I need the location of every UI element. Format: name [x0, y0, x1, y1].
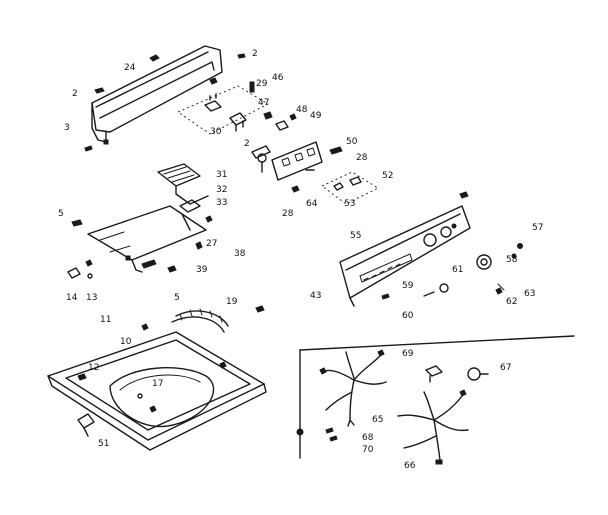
callout-30: 30 [210, 127, 222, 137]
wiring-harness-65 [319, 349, 387, 427]
switch-cluster [177, 81, 297, 135]
callout-68: 68 [362, 433, 374, 443]
callout-12: 12 [88, 363, 99, 373]
wiring-harness-66 [397, 389, 469, 465]
callout-50: 50 [346, 137, 358, 147]
callout-29: 29 [256, 79, 268, 89]
callout-5a: 5 [58, 209, 64, 219]
callout-52: 52 [382, 171, 393, 181]
callout-63: 63 [524, 289, 535, 299]
lid-hinge-pin [67, 259, 93, 279]
callout-61: 61 [452, 265, 463, 275]
callout-31: 31 [216, 170, 227, 180]
callout-28a: 28 [356, 153, 368, 163]
switch-block [271, 141, 343, 181]
hinge-bracket [77, 413, 95, 437]
callout-2b: 2 [72, 89, 78, 99]
callout-55: 55 [350, 231, 361, 241]
lid-hinge-cover [71, 205, 207, 273]
callout-67: 67 [500, 363, 511, 373]
callout-49: 49 [310, 111, 322, 121]
callout-47: 47 [258, 98, 269, 108]
callout-39: 39 [196, 265, 208, 275]
callout-46: 46 [272, 73, 284, 83]
callout-57: 57 [532, 223, 543, 233]
small-switch-parts [291, 169, 379, 205]
callout-19: 19 [226, 297, 238, 307]
callout-13: 13 [86, 293, 97, 303]
callout-59: 59 [402, 281, 414, 291]
callout-11: 11 [100, 315, 111, 325]
callout-28b: 28 [282, 209, 294, 219]
callout-62: 62 [506, 297, 517, 307]
callout-2c: 2 [244, 139, 250, 149]
lid-seal [141, 305, 265, 333]
callout-33: 33 [216, 198, 227, 208]
callout-2a: 2 [252, 49, 258, 59]
backsplash-panel [84, 45, 246, 152]
callout-53: 53 [344, 199, 355, 209]
callout-70: 70 [362, 445, 374, 455]
timer-shaft [251, 145, 271, 173]
control-knobs [381, 243, 523, 300]
callout-48: 48 [296, 105, 308, 115]
callout-64: 64 [306, 199, 318, 209]
callout-17: 17 [152, 379, 163, 389]
callout-10: 10 [120, 337, 132, 347]
callout-60: 60 [402, 311, 414, 321]
terminals-68-70 [325, 427, 338, 442]
callout-65: 65 [372, 415, 383, 425]
connectors-67-69 [425, 365, 489, 383]
callout-69: 69 [402, 349, 414, 359]
callout-66: 66 [404, 461, 416, 471]
callout-14: 14 [66, 293, 78, 303]
callout-3a: 3 [64, 123, 70, 133]
callout-58: 58 [506, 255, 518, 265]
top-cover [47, 331, 267, 451]
callout-27: 27 [206, 239, 217, 249]
callout-24: 24 [124, 63, 136, 73]
callout-32: 32 [216, 185, 227, 195]
wiring-inset [296, 335, 575, 459]
console-panel [339, 191, 471, 307]
callout-51: 51 [98, 439, 109, 449]
callout-38: 38 [234, 249, 246, 259]
callout-5b: 5 [174, 293, 180, 303]
callout-43: 43 [310, 291, 321, 301]
lid-switch-bracket [157, 163, 213, 231]
callout-labels: 2 24 2 46 29 47 48 49 3 30 2 50 28 31 52… [58, 49, 543, 471]
